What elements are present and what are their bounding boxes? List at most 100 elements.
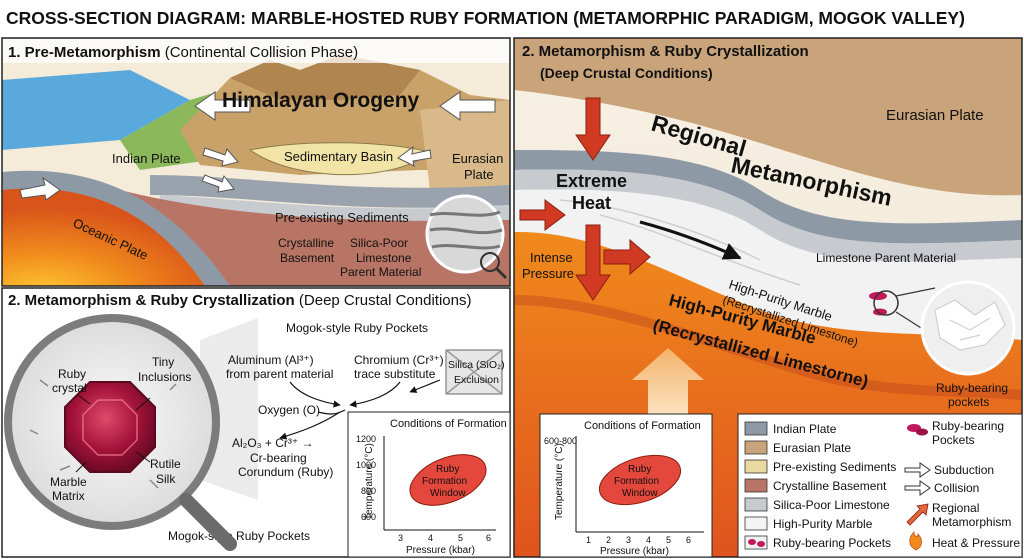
chart2-window-line1: Ruby bbox=[628, 464, 651, 475]
legend-right-label-2: Collision bbox=[934, 481, 979, 495]
chart1-ytick-0: 1200 bbox=[356, 434, 376, 444]
legend-swatch-4 bbox=[744, 497, 768, 512]
legend-swatch-2 bbox=[744, 459, 768, 474]
chart2-xtick-1: 2 bbox=[606, 535, 611, 545]
conditions-chart-1: Conditions of Formation 1200 1000 800 60… bbox=[347, 411, 511, 558]
aluminum-label-line1: Aluminum (Al³⁺) bbox=[228, 353, 314, 367]
panel2-heading-line2: (Deep Crustal Conditions) bbox=[540, 65, 713, 81]
legend-swatch-0 bbox=[744, 421, 768, 436]
extreme-heat-line1: Extreme bbox=[556, 171, 627, 191]
chart1-xtick-1: 4 bbox=[428, 533, 433, 543]
flame-icon bbox=[909, 531, 922, 551]
legend-right-label-0b: Pockets bbox=[932, 433, 975, 447]
metamorphism-arrow-icon bbox=[906, 503, 929, 526]
chart1-ytick-2: 800 bbox=[361, 486, 376, 496]
legend: Indian Plate Eurasian Plate Pre-existing… bbox=[737, 413, 1023, 558]
legend-right-label-4: Heat & Pressure bbox=[932, 536, 1020, 550]
mogok-bottom-label: Mogok-style Ruby Pockets bbox=[168, 529, 310, 543]
silica-label-line3: Parent Material bbox=[340, 265, 421, 279]
legend-label-6: Ruby-bearing Pockets bbox=[773, 536, 891, 550]
rutile-silk-label-line2: Silk bbox=[156, 472, 176, 486]
legend-label-4: Silica-Poor Limestone bbox=[773, 498, 890, 512]
chromium-label-line1: Chromium (Cr³⁺) bbox=[354, 353, 444, 367]
chart2-xtick-0: 1 bbox=[586, 535, 591, 545]
reaction-line3: Corundum (Ruby) bbox=[238, 465, 333, 479]
eurasian-plate-label-2: Eurasian Plate bbox=[886, 107, 984, 124]
ruby-pockets-line2: pockets bbox=[948, 395, 989, 409]
chart2-xtick-4: 5 bbox=[666, 535, 671, 545]
chart1-title: Conditions of Formation bbox=[390, 418, 507, 430]
legend-swatch-5 bbox=[744, 516, 768, 531]
silica-exclusion-line1: Silica (SiO₂) bbox=[448, 359, 505, 371]
chart2-ylabel: Temperature (°C) bbox=[554, 443, 565, 520]
chart2-title: Conditions of Formation bbox=[584, 420, 701, 432]
chart2-ytick-0: 600-800 bbox=[544, 436, 577, 446]
chart1-xlabel: Pressure (kbar) bbox=[406, 545, 475, 556]
silica-label-line2: Limestone bbox=[356, 251, 412, 265]
intense-pressure-line1: Intense bbox=[530, 250, 573, 265]
chart1-ylabel: Temperature (°C) bbox=[364, 443, 375, 520]
chart2-xtick-3: 4 bbox=[646, 535, 651, 545]
chart1-xtick-0: 3 bbox=[398, 533, 403, 543]
conditions-chart-2: Conditions of Formation 600-800 1 2 3 4 … bbox=[539, 413, 713, 558]
legend-right-label-0a: Ruby-bearing bbox=[932, 419, 1004, 433]
ruby-crystal-icon bbox=[64, 381, 156, 473]
chart2-xtick-5: 6 bbox=[686, 535, 691, 545]
subduction-arrow-icon bbox=[904, 462, 931, 478]
chart1-xtick-2: 5 bbox=[458, 533, 463, 543]
sedimentary-basin-label: Sedimentary Basin bbox=[284, 149, 393, 164]
chart1-window-line3: Window bbox=[430, 488, 466, 499]
orogeny-label: Himalayan Orogeny bbox=[222, 89, 420, 112]
crystalline-label-line1: Crystalline bbox=[278, 236, 334, 250]
mogok-top-label: Mogok-style Ruby Pockets bbox=[286, 321, 428, 335]
oxygen-label: Oxygen (O) bbox=[258, 403, 320, 417]
chart1-window-line1: Ruby bbox=[436, 464, 459, 475]
legend-label-2: Pre-existing Sediments bbox=[773, 460, 896, 474]
panel3-heading: 2. Metamorphism & Ruby Crystallization (… bbox=[8, 292, 471, 309]
legend-swatch-1 bbox=[744, 440, 768, 455]
panel2-heading-line1: 2. Metamorphism & Ruby Crystallization bbox=[522, 43, 809, 60]
aluminum-label-line2: from parent material bbox=[226, 367, 333, 381]
chart2-window-line2: Formation bbox=[614, 476, 659, 487]
legend-label-0: Indian Plate bbox=[773, 422, 837, 436]
panel1-heading: 1. Pre-Metamorphism (Continental Collisi… bbox=[8, 44, 358, 61]
reaction-line2: Cr-bearing bbox=[250, 451, 307, 465]
marble-matrix-label-line1: Marble bbox=[50, 475, 87, 489]
crystalline-label-line2: Basement bbox=[280, 251, 335, 265]
ruby-cluster-icon bbox=[907, 424, 928, 436]
chart1-xtick-3: 6 bbox=[486, 533, 491, 543]
legend-swatches bbox=[744, 421, 768, 550]
legend-right-label-3a: Regional bbox=[932, 501, 979, 515]
eurasian-plate-label-line1: Eurasian bbox=[452, 151, 503, 166]
magnifier-handle bbox=[179, 493, 237, 551]
ruby-pockets-line1: Ruby-bearing bbox=[936, 381, 1008, 395]
chart2-formation-window bbox=[598, 454, 682, 506]
intense-pressure-line2: Pressure bbox=[522, 266, 574, 281]
marble-matrix-label-line2: Matrix bbox=[52, 489, 85, 503]
silica-label-line1: Silica-Poor bbox=[350, 236, 408, 250]
legend-swatch-3 bbox=[744, 478, 768, 493]
ruby-crystal-label-line2: crystal bbox=[52, 381, 87, 395]
chart1-window-line2: Formation bbox=[422, 476, 467, 487]
tiny-inclusions-label-line2: Inclusions bbox=[138, 370, 191, 384]
reaction-line1: Al₂O₃ + Cr³⁺ → bbox=[232, 436, 314, 450]
chart1-ytick-1: 1000 bbox=[356, 460, 376, 470]
chart1-ytick-3: 600 bbox=[361, 512, 376, 522]
chart2-xtick-2: 3 bbox=[626, 535, 631, 545]
tiny-inclusions-label-line1: Tiny bbox=[152, 355, 174, 369]
rutile-silk-label-line1: Rutile bbox=[150, 457, 181, 471]
legend-label-1: Eurasian Plate bbox=[773, 441, 851, 455]
chromium-label-line2: trace substitute bbox=[354, 367, 436, 381]
chart2-xlabel: Pressure (kbar) bbox=[600, 546, 669, 557]
diagram-title: CROSS-SECTION DIAGRAM: MARBLE-HOSTED RUB… bbox=[6, 8, 965, 28]
legend-right-label-3b: Metamorphism bbox=[932, 515, 1011, 529]
indian-plate-label: Indian Plate bbox=[112, 151, 181, 166]
ruby-crystal-label-line1: Ruby bbox=[58, 367, 86, 381]
panel-pre-metamorphism: Himalayan Orogeny Indian Plate Sedimenta… bbox=[2, 38, 510, 286]
chart2-window-line3: Window bbox=[622, 488, 658, 499]
eurasian-plate-label-line2: Plate bbox=[464, 167, 494, 182]
limestone-parent-label: Limestone Parent Material bbox=[816, 251, 956, 265]
extreme-heat-line2: Heat bbox=[572, 193, 611, 213]
